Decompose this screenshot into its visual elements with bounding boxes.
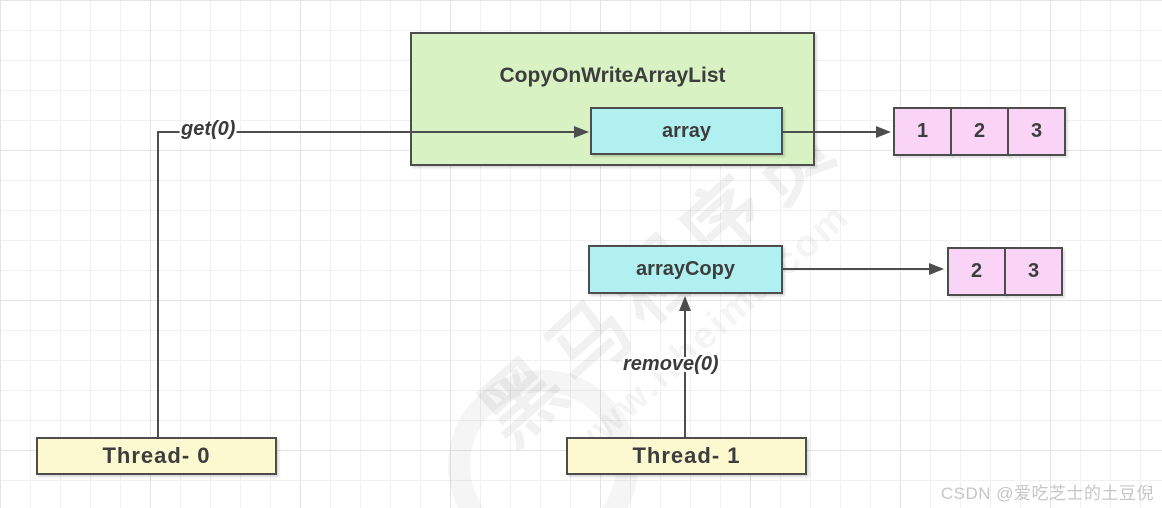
thread-1-box: Thread- 1 [566, 437, 807, 475]
array-cells-row: 1 2 3 [893, 107, 1066, 156]
copyonwritearraylist-title: CopyOnWriteArrayList [499, 64, 726, 87]
array-cell: 3 [1007, 107, 1066, 156]
array-field-label: array [662, 119, 711, 142]
arraycopy-cells-row: 2 3 [947, 247, 1063, 296]
get-annotation: get(0) [181, 118, 236, 140]
arraycopy-label: arrayCopy [636, 258, 735, 280]
csdn-watermark: CSDN @爱吃芝士的土豆倪 [940, 484, 1154, 503]
array-field-box: array [590, 107, 783, 155]
remove-annotation: remove(0) [623, 353, 719, 375]
thread-0-box: Thread- 0 [36, 437, 277, 475]
array-cell: 2 [950, 107, 1009, 156]
arraycopy-cell: 3 [1004, 247, 1063, 296]
arraycopy-cell: 2 [947, 247, 1006, 296]
thread-0-label: Thread- 0 [102, 443, 211, 468]
thread-1-label: Thread- 1 [632, 443, 741, 468]
arraycopy-box: arrayCopy [588, 245, 783, 294]
array-cell: 1 [893, 107, 952, 156]
